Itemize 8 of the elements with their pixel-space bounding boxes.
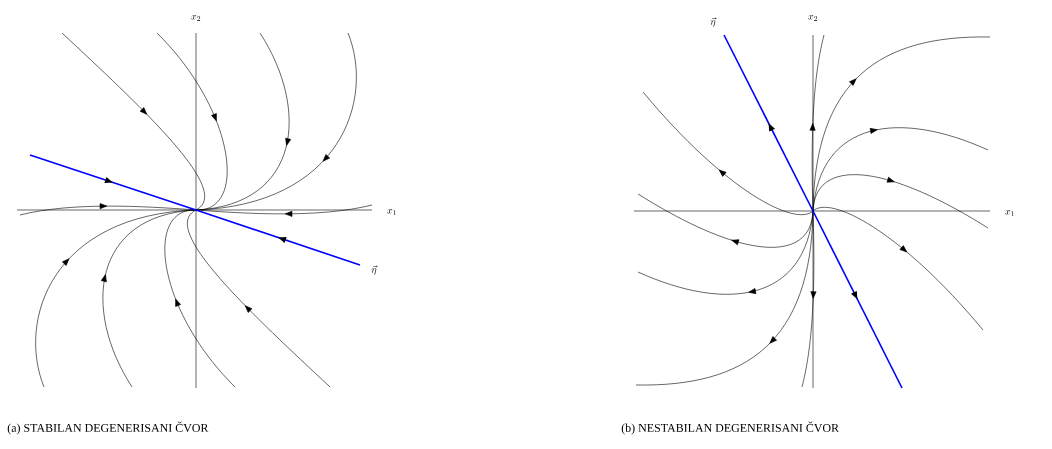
- caption: (a) STABILAN DEGENERISANI ČVOR: [7, 421, 209, 435]
- vector-label: $\vec{\eta}$: [710, 17, 717, 27]
- axis-label: $x_2$: [808, 15, 818, 21]
- caption: (b) NESTABILAN DEGENERISANI ČVOR: [621, 421, 840, 435]
- vector-label: $\vec{\eta}$: [371, 265, 378, 275]
- axis-label: $x_2$: [191, 15, 201, 21]
- axis-label: $x_1$: [387, 209, 396, 215]
- axis-label: $x_1$: [1005, 210, 1014, 216]
